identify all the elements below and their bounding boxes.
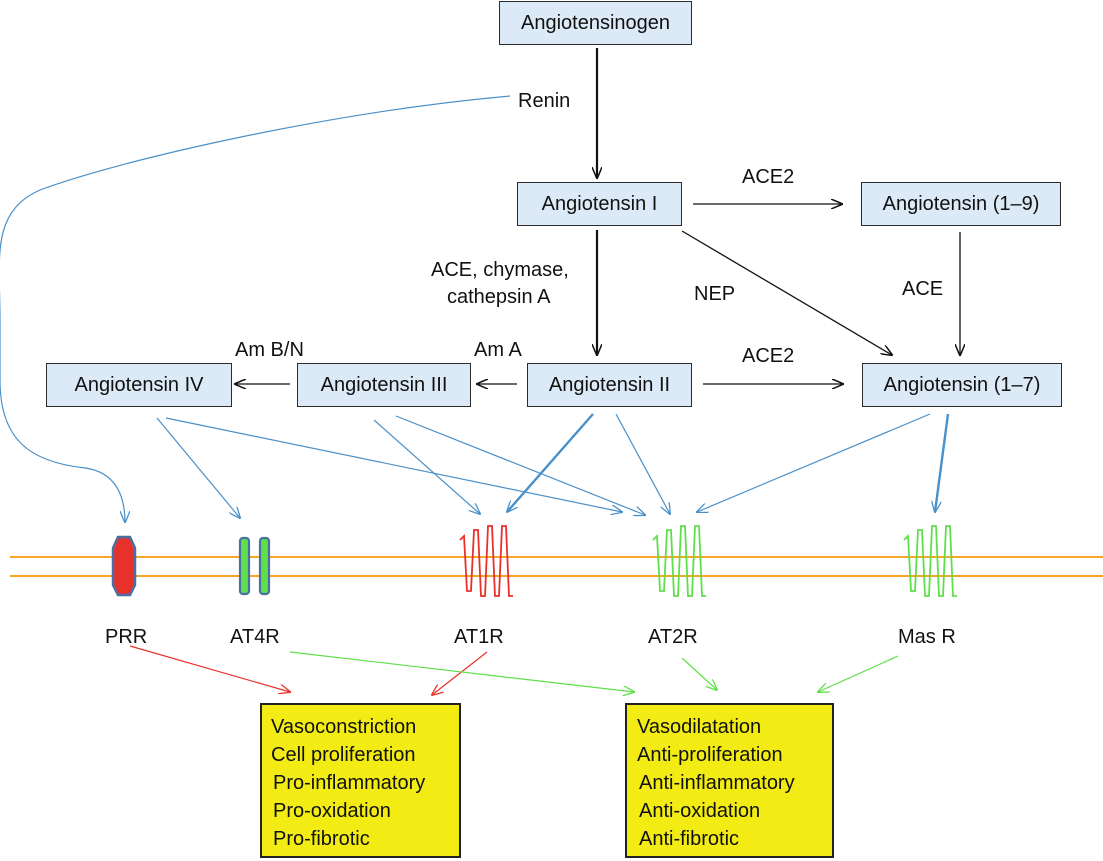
- arrow-masr-effects: [818, 655, 899, 692]
- node-angiotensin-ii: Angiotensin II: [527, 363, 692, 407]
- node-angiotensin-i: Angiotensin I: [517, 182, 682, 226]
- arrow-ang3-at2r: [395, 415, 645, 515]
- enzyme-renin: Renin: [518, 90, 571, 112]
- node-angiotensin-iv: Angiotensin IV: [46, 363, 232, 407]
- arrow-ang4-at2r: [165, 417, 622, 512]
- effect-anti-inflammatory: Anti-inflammatory: [639, 772, 795, 794]
- arrow-at4r-effects: [289, 651, 634, 692]
- at4r-receptor-left: [238, 536, 251, 596]
- enzyme-am-a: Am A: [474, 339, 522, 361]
- node-angiotensin-iii: Angiotensin III: [297, 363, 471, 407]
- node-angiotensinogen: Angiotensinogen: [499, 1, 692, 45]
- masr-receptor-shape: [903, 525, 957, 597]
- arrow-at1r-effects: [432, 651, 488, 695]
- effect-pro-fibrotic: Pro-fibrotic: [273, 828, 370, 850]
- arrow-nep: [681, 230, 892, 355]
- arrow-renin-to-prr: [0, 95, 511, 522]
- arrow-ang17-at2r: [697, 413, 931, 512]
- effect-anti-fibrotic: Anti-fibrotic: [639, 828, 740, 850]
- receptor-label-at4r: AT4R: [230, 626, 280, 648]
- effect-cell-proliferation: Cell proliferation: [271, 744, 416, 766]
- at1r-receptor-shape: [459, 525, 513, 597]
- node-angiotensin-1-7: Angiotensin (1–7): [862, 363, 1062, 407]
- receptor-label-masr: Mas R: [898, 626, 956, 648]
- arrow-ang2-at1r: [507, 413, 594, 512]
- effect-vasoconstriction: Vasoconstriction: [271, 716, 417, 738]
- enzyme-ace: ACE: [902, 278, 944, 300]
- arrow-ang3-at1r: [373, 419, 480, 514]
- effect-pro-oxidation: Pro-oxidation: [273, 800, 391, 822]
- prr-receptor-shape: [111, 535, 137, 597]
- effect-pro-inflammatory: Pro-inflammatory: [273, 772, 426, 794]
- effect-anti-proliferation: Anti-proliferation: [637, 744, 783, 766]
- effects-box-right: Vasodilatation Anti-proliferation Anti-i…: [625, 703, 834, 858]
- arrow-ang2-at2r: [615, 413, 670, 514]
- at4r-receptor-right: [258, 536, 271, 596]
- receptor-label-at2r: AT2R: [648, 626, 698, 648]
- arrow-ang17-masr: [935, 413, 950, 512]
- enzyme-ace2-mid: ACE2: [742, 345, 795, 367]
- effect-anti-oxidation: Anti-oxidation: [639, 800, 761, 822]
- arrow-at2r-effects: [681, 657, 717, 690]
- enzyme-ace2-top: ACE2: [742, 166, 795, 188]
- arrow-prr-effects: [129, 645, 290, 692]
- enzyme-nep: NEP: [694, 283, 736, 305]
- effects-box-left: Vasoconstriction Cell proliferation Pro-…: [260, 703, 461, 858]
- effect-vasodilatation: Vasodilatation: [637, 716, 762, 738]
- receptor-label-prr: PRR: [105, 626, 148, 648]
- node-angiotensin-1-9: Angiotensin (1–9): [861, 182, 1061, 226]
- at2r-receptor-shape: [652, 525, 706, 597]
- enzyme-am-bn: Am B/N: [235, 339, 304, 361]
- arrow-ang4-at4r: [156, 417, 240, 518]
- enzyme-cathepsin-a: cathepsin A: [447, 286, 551, 308]
- receptor-label-at1r: AT1R: [454, 626, 504, 648]
- enzyme-ace-chymase: ACE, chymase,: [431, 259, 569, 281]
